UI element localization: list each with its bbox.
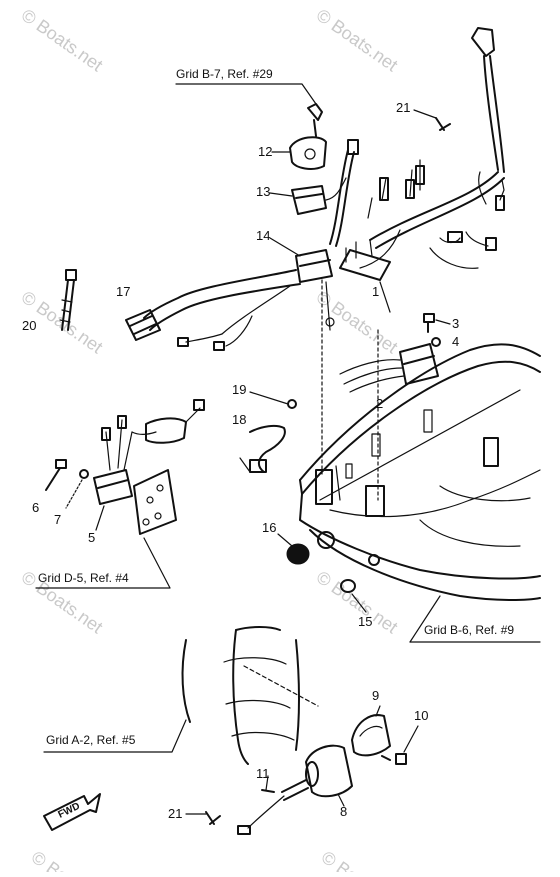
reference-grid-b7: Grid B-7, Ref. #29 xyxy=(176,67,273,81)
part-21-clip-top xyxy=(435,117,451,131)
part-number-5: 5 xyxy=(88,530,95,545)
forward-arrow: FWD xyxy=(43,793,101,831)
part-19-bolt xyxy=(287,399,297,409)
watermark: © Boats.net xyxy=(313,5,402,75)
part-number-4: 4 xyxy=(452,334,459,349)
part-11-clamp xyxy=(261,775,275,793)
part-number-14: 14 xyxy=(256,228,270,243)
part-number-11: 11 xyxy=(256,766,270,781)
part-3-screw xyxy=(423,313,435,333)
part-number-17: 17 xyxy=(116,284,130,299)
cdi-mounting-plate xyxy=(133,469,177,535)
part-number-18: 18 xyxy=(232,412,246,427)
reference-grid-b6: Grid B-6, Ref. #9 xyxy=(424,623,514,637)
part-number-12: 12 xyxy=(258,144,272,159)
part-21-clip-bottom xyxy=(205,811,221,825)
part-12-bracket xyxy=(289,103,327,170)
part-number-1: 1 xyxy=(372,284,379,299)
part-2-rectifier xyxy=(339,343,439,393)
watermark: © Boats.net xyxy=(18,5,107,75)
part-14-connector xyxy=(295,249,333,283)
part-number-16: 16 xyxy=(262,520,276,535)
part-4-washer xyxy=(431,337,441,347)
part-number-21: 21 xyxy=(396,100,410,115)
part-number-8: 8 xyxy=(340,804,347,819)
part-number-7: 7 xyxy=(54,512,61,527)
part-number-3: 3 xyxy=(452,316,459,331)
part-7-washer xyxy=(65,469,89,509)
part-18-lead-wire xyxy=(239,424,286,473)
reference-grid-d5: Grid D-5, Ref. #4 xyxy=(38,571,129,585)
part-13-relay xyxy=(291,177,347,215)
reference-leader xyxy=(175,83,317,105)
part-number-15: 15 xyxy=(358,614,372,629)
lower-unit-housing xyxy=(181,626,319,765)
forward-label: FWD xyxy=(56,801,81,821)
part-20-cable-tie xyxy=(59,269,77,331)
part-number-13: 13 xyxy=(256,184,270,199)
part-number-10: 10 xyxy=(414,708,428,723)
part-number-21: 21 xyxy=(168,806,182,821)
part-6-bolt xyxy=(45,459,67,491)
part-5-cdi-unit xyxy=(93,399,205,505)
watermark: © Boats.net xyxy=(28,847,117,872)
part-16-grommet xyxy=(286,543,310,565)
part-10-screw xyxy=(381,753,407,765)
part-number-9: 9 xyxy=(372,688,379,703)
part-number-6: 6 xyxy=(32,500,39,515)
part-8-sensor xyxy=(237,744,353,835)
cable-17 xyxy=(125,269,301,351)
part-number-20: 20 xyxy=(22,318,36,333)
reference-grid-a2: Grid A-2, Ref. #5 xyxy=(46,733,136,747)
part-9-holder xyxy=(351,714,391,757)
part-number-19: 19 xyxy=(232,382,246,397)
wiring-harness xyxy=(339,27,505,313)
watermark: © Boats.net xyxy=(318,847,407,872)
part-15-plug xyxy=(340,579,356,593)
lower-cowling xyxy=(299,343,541,601)
